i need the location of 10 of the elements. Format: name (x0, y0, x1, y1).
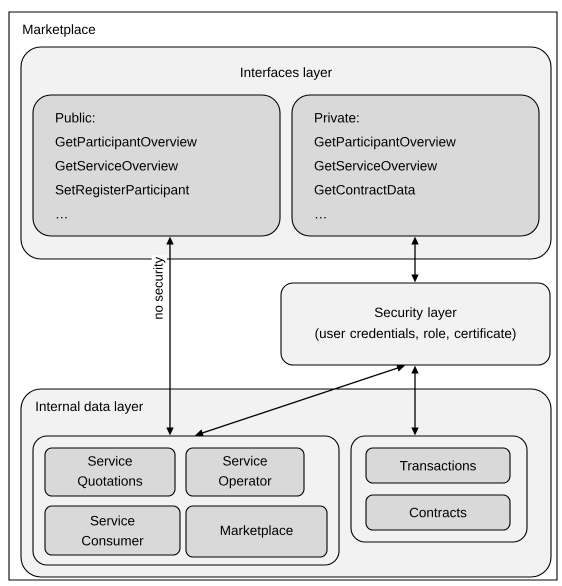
component-box: Service Consumer (44, 505, 181, 556)
component-box: Transactions (365, 447, 511, 484)
security-layer-box: Security layer (user credentials, role, certificate) (280, 282, 551, 366)
component-box: Service Quotations (44, 447, 176, 497)
component-box: Contracts (365, 494, 511, 531)
interface-box: Public: GetParticipantOverview GetServiceOverview SetRegisterParticipant … (32, 94, 281, 237)
edge-label: no security (152, 255, 167, 322)
component-box: Service Operator (185, 447, 305, 497)
component-box: Marketplace (185, 505, 328, 558)
interface-box: Private: GetParticipantOverview GetServiceOverview GetContractData … (291, 94, 540, 237)
